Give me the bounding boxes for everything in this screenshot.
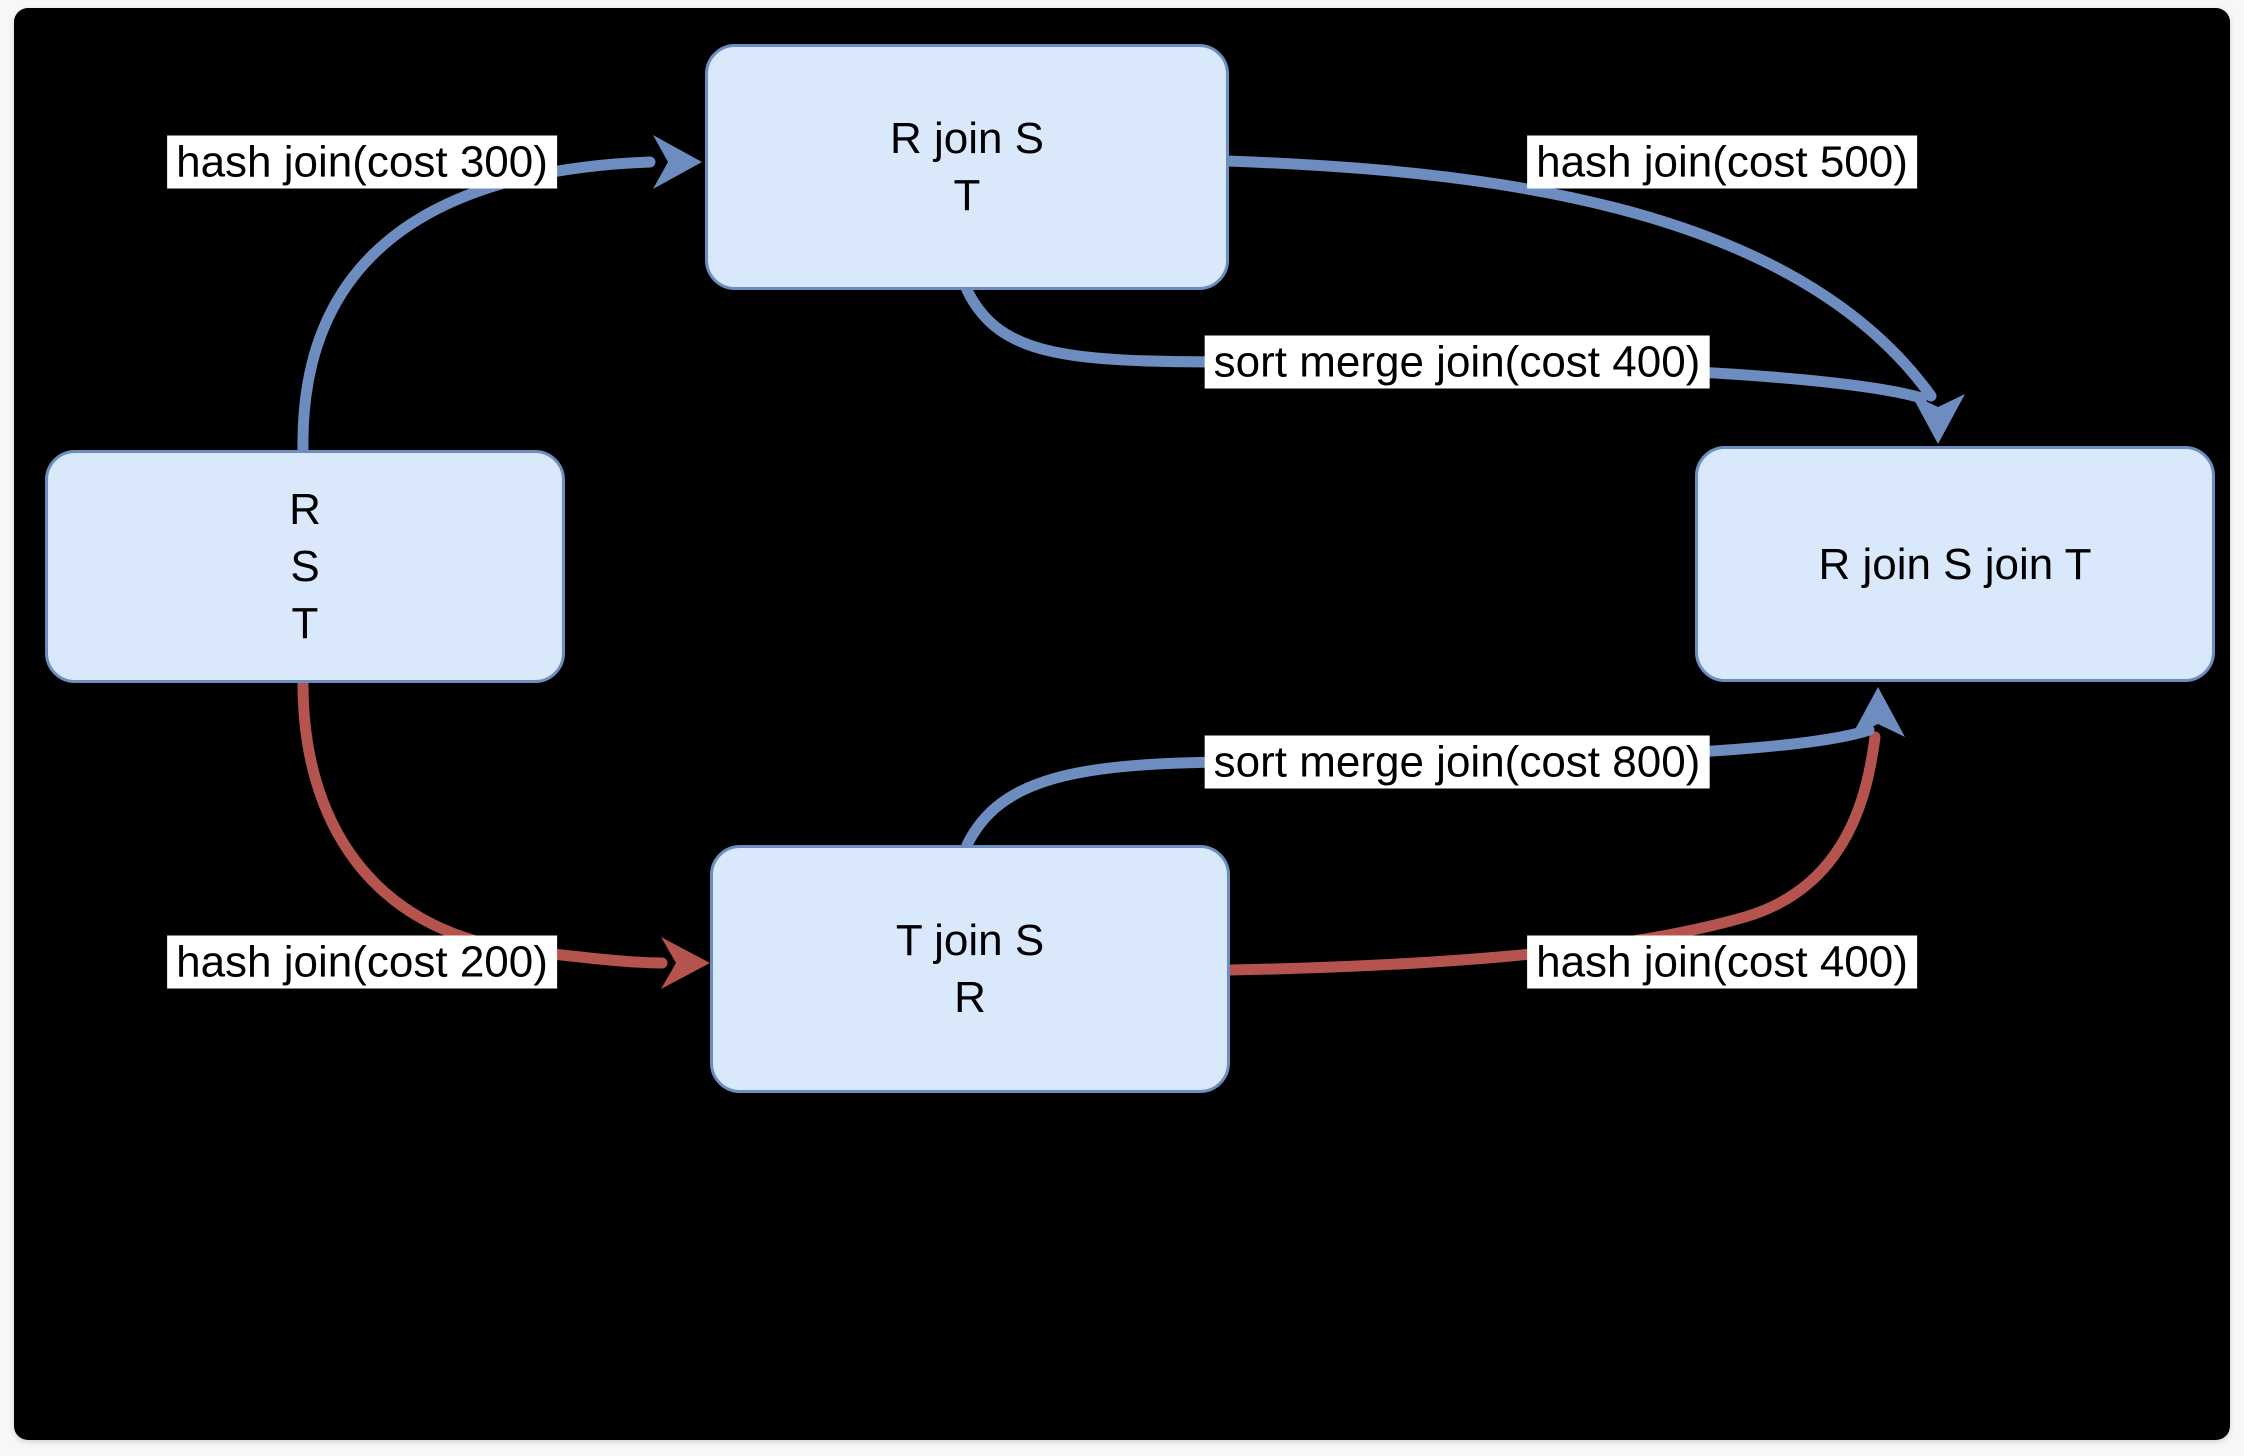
node-rst-line: T	[291, 599, 319, 648]
arrowhead-into-rjoins-t	[653, 135, 702, 189]
edge-label-sort-merge-join-800: sort merge join(cost 800)	[1204, 735, 1710, 789]
edge-hash-join-400	[1224, 731, 1881, 976]
node-t-join-s-r: T join S R	[710, 845, 1230, 1093]
edge-label-hash-join-500: hash join(cost 500)	[1527, 135, 1917, 189]
edge-label-sort-merge-join-400: sort merge join(cost 400)	[1204, 335, 1710, 389]
arrowhead-into-rjoinsjoint-bottom	[1851, 687, 1905, 737]
node-r-join-s-t-line: R join S	[889, 114, 1045, 163]
node-rst-line: S	[290, 542, 320, 591]
node-rst: R S T	[45, 450, 565, 683]
node-r-join-s-t-line: T	[953, 171, 981, 220]
arrowhead-into-tjoins-r	[661, 937, 710, 989]
edge-label-hash-join-200: hash join(cost 200)	[167, 935, 557, 989]
node-r-join-s-t: R join S T	[705, 44, 1229, 290]
node-r-join-s-join-t-line: R join S join T	[1818, 539, 2092, 589]
edge-hash-join-200	[297, 678, 668, 969]
node-t-join-s-r-line: R	[954, 973, 986, 1022]
edge-hash-join-300	[297, 156, 656, 457]
edge-label-hash-join-300: hash join(cost 300)	[167, 135, 557, 189]
edge-hash-join-500	[1222, 155, 1937, 402]
node-r-join-s-join-t: R join S join T	[1695, 446, 2215, 682]
node-t-join-s-r-line: T join S	[895, 916, 1045, 965]
arrowhead-into-rjoinsjoint-top	[1911, 394, 1965, 444]
node-rst-line: R	[289, 485, 321, 534]
edge-label-hash-join-400: hash join(cost 400)	[1527, 935, 1917, 989]
